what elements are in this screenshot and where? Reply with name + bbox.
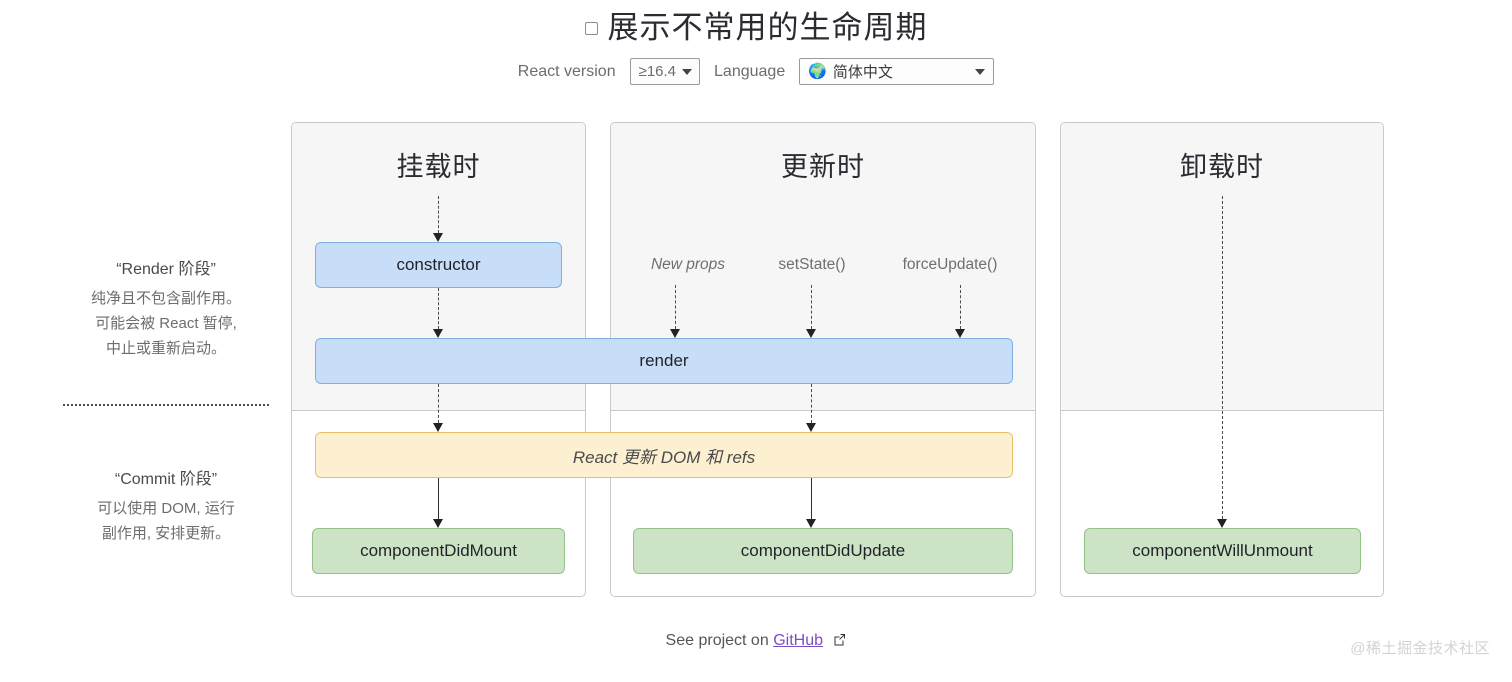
footer-text: See project on (665, 632, 769, 649)
render-phase-line-2: 可能会被 React 暂停, (95, 315, 237, 332)
language-value: 简体中文 (832, 64, 893, 81)
node-react-updates-dom-and-refs[interactable]: React 更新 DOM 和 refs (315, 432, 1013, 478)
chevron-down-icon (975, 68, 986, 75)
commit-phase-line-1: 可以使用 DOM, 运行 (97, 500, 235, 517)
language-select[interactable]: 🌍 简体中文 (799, 58, 995, 85)
render-phase-description: 纯净且不包含副作用。 可能会被 React 暂停, 中止或重新启动。 (45, 286, 287, 361)
column-mounting-title: 挂载时 (396, 152, 481, 182)
trigger-new-props: New props (650, 256, 726, 273)
commit-phase-line-2: 副作用, 安排更新。 (101, 525, 231, 542)
column-updating-title: 更新时 (781, 152, 865, 182)
node-render[interactable]: render (315, 338, 1013, 384)
node-component-did-mount[interactable]: componentDidMount (312, 528, 565, 574)
node-component-will-unmount[interactable]: componentWillUnmount (1084, 528, 1361, 574)
render-phase-line-1: 纯净且不包含副作用。 (90, 290, 241, 307)
column-unmounting-title: 卸载时 (1180, 152, 1264, 182)
render-phase-line-3: 中止或重新启动。 (105, 340, 226, 357)
controls-row: React version ≥16.4 Language 🌍 简体中文 (0, 58, 1512, 85)
react-version-value: ≥16.4 (638, 63, 677, 80)
render-phase-title: “Render 阶段” (116, 261, 216, 278)
language-label: Language (714, 62, 786, 80)
trigger-setstate: setState() (778, 256, 846, 273)
page-title-row: 展示不常用的生命周期 (0, 8, 1512, 48)
react-version-select[interactable]: ≥16.4 (629, 58, 701, 85)
chevron-down-icon (682, 68, 693, 75)
show-uncommon-lifecycle-checkbox[interactable] (584, 21, 598, 35)
trigger-forceupdate: forceUpdate() (902, 256, 998, 273)
commit-phase-description: 可以使用 DOM, 运行 副作用, 安排更新。 (45, 496, 287, 546)
footer: See project on GitHub (0, 632, 1512, 651)
globe-icon: 🌍 (808, 63, 827, 80)
node-component-did-update[interactable]: componentDidUpdate (633, 528, 1013, 574)
react-version-label: React version (517, 62, 616, 80)
node-constructor[interactable]: constructor (315, 242, 562, 288)
external-link-icon (833, 633, 846, 651)
watermark: @稀土掘金技术社区 (1350, 640, 1490, 657)
github-link[interactable]: GitHub (773, 632, 823, 649)
commit-phase-legend: “Commit 阶段” 可以使用 DOM, 运行 副作用, 安排更新。 (45, 465, 287, 546)
commit-phase-title: “Commit 阶段” (114, 471, 218, 488)
render-phase-legend: “Render 阶段” 纯净且不包含副作用。 可能会被 React 暂停, 中止… (45, 255, 287, 361)
phase-divider (63, 404, 269, 406)
page-title: 展示不常用的生命周期 (607, 10, 928, 45)
